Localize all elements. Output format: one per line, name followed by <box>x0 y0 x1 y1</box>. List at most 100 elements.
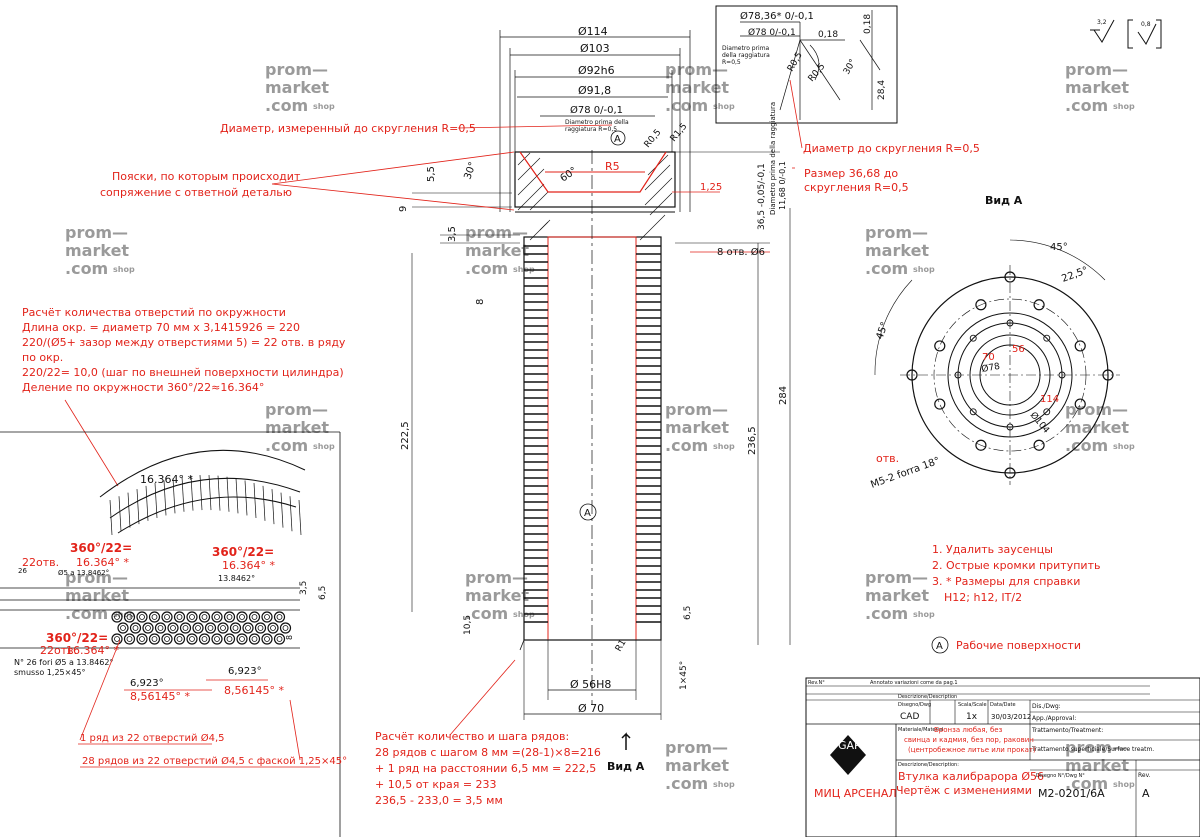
tb-code: M2-0201/6A <box>1038 787 1105 800</box>
thread-hole <box>969 408 977 416</box>
tb-logo-text: GAP <box>838 739 861 752</box>
annotation-belts-2: сопряжение с ответной деталью <box>100 186 292 199</box>
small-spec-1: Ø5 a 13.8462° <box>58 569 109 577</box>
hole <box>117 622 129 634</box>
hole-inner <box>201 636 208 642</box>
thread-hole <box>969 334 977 342</box>
hole <box>242 622 254 634</box>
detail-r05a: R0,5 <box>807 62 828 84</box>
row-calc-text: Расчёт количество и шага рядов: 28 рядов… <box>375 659 601 807</box>
mark-a-top: A <box>614 134 621 145</box>
dim-65: 6,5 <box>683 606 693 620</box>
detail-angle-30: 30° <box>842 58 859 77</box>
hole-inner <box>164 614 170 620</box>
holes22-label: 22отв. <box>22 556 59 569</box>
tb-rev-header: Rev. <box>1138 772 1151 779</box>
hole-inner <box>239 636 245 642</box>
svg-text:shop: shop <box>913 265 935 274</box>
svg-text:prom—: prom— <box>665 60 728 79</box>
hole <box>167 622 179 634</box>
tb-dis-header: Dis./Dwg: <box>1032 703 1061 710</box>
arc-tick <box>280 492 284 528</box>
hole <box>223 633 236 645</box>
hole <box>161 633 173 645</box>
thread-hole <box>1006 319 1014 327</box>
title-block: Rev.N° Annotato variazioni come da pag.1… <box>805 677 1200 837</box>
svg-text:prom—: prom— <box>865 223 928 242</box>
svg-text:prom—: prom— <box>1065 60 1128 79</box>
calc1-line2: Длина окр. = диаметр 70 мм х 3,1415926 =… <box>22 321 300 334</box>
svg-text:.com: .com <box>1065 436 1108 455</box>
hole <box>173 611 186 623</box>
hole-inner <box>189 636 195 642</box>
view-a-45a: 45° <box>1050 242 1068 253</box>
svg-text:market: market <box>465 241 529 260</box>
bolt-hole <box>1033 299 1045 311</box>
svg-text:.com: .com <box>665 96 708 115</box>
view-a-holes-1: отв. <box>876 452 899 465</box>
hole <box>248 633 261 645</box>
roughness-value-2: 0,8 <box>1141 21 1151 28</box>
svg-text:prom—: prom— <box>265 400 328 419</box>
view-a-d56: 56 <box>1012 344 1025 355</box>
hole-inner <box>145 625 151 631</box>
annotation-belts-1: Пояски, по которым происходит <box>112 170 301 183</box>
hole <box>229 622 242 634</box>
view-a-45b: 45° <box>874 321 890 341</box>
hole-inner <box>126 614 133 620</box>
hole-inner <box>220 625 226 631</box>
svg-text:shop: shop <box>113 265 135 274</box>
svg-text:prom—: prom— <box>465 568 528 587</box>
hole-inner <box>195 625 201 631</box>
svg-text:shop: shop <box>313 102 335 111</box>
tb-treatment-header: Trattamento/Treatment: <box>1031 727 1103 734</box>
hole <box>186 611 198 623</box>
dim-d92: Ø92h6 <box>578 64 615 77</box>
svg-text:shop: shop <box>713 102 735 111</box>
svg-text:shop: shop <box>313 442 335 451</box>
left-detail: 16.364° * 360°/22= 16.364° * 360°/22= 16… <box>0 431 347 837</box>
tb-company: МИЦ АРСЕНАЛ <box>814 787 897 800</box>
arc-ticks <box>109 475 302 536</box>
hole-inner <box>226 636 233 642</box>
svg-text:.com: .com <box>1065 96 1108 115</box>
svg-text:.com: .com <box>265 436 308 455</box>
thread-hole <box>1043 334 1051 342</box>
svg-text:market: market <box>465 586 529 605</box>
dim-9: 9 <box>398 206 409 212</box>
view-a-225: 22,5° <box>1060 265 1089 285</box>
dim-left-8: 8 <box>285 635 294 640</box>
dim-d114: Ø114 <box>578 25 608 38</box>
svg-text:prom—: prom— <box>1065 400 1128 419</box>
tb-date-header: Data/Date <box>990 702 1016 708</box>
hole <box>161 611 173 623</box>
tb-material: Бронза любая, без свинца и кадмия, без п… <box>904 726 1036 754</box>
view-a-d78: Ø78 <box>981 361 1001 375</box>
outer-hole <box>1004 467 1016 479</box>
hole-inner <box>164 636 170 642</box>
svg-text:.com: .com <box>665 436 708 455</box>
hole <box>186 633 198 645</box>
hole <box>148 611 161 623</box>
hole <box>192 622 204 634</box>
svg-text:prom—: prom— <box>465 223 528 242</box>
detail-box: Ø78,36* 0/-0,1 Ø78 0/-0,1 0,18 0,18 Diam… <box>715 5 898 124</box>
hole-inner <box>132 625 139 631</box>
arc-tick <box>289 496 293 532</box>
dim-r05: R0,5 <box>643 128 664 150</box>
svg-text:prom—: prom— <box>1065 738 1128 757</box>
hole-inner <box>239 614 245 620</box>
tb-surface-header: Trattamento superficiale/Surface treatm. <box>1031 746 1154 753</box>
tb-rev: Rev.N° <box>808 680 825 686</box>
dim-d78: Ø78 0/-0,1 <box>570 104 623 116</box>
dim-chamfer: 1×45° <box>679 661 689 690</box>
hole-inner <box>214 614 220 620</box>
hole-inner <box>170 625 176 631</box>
